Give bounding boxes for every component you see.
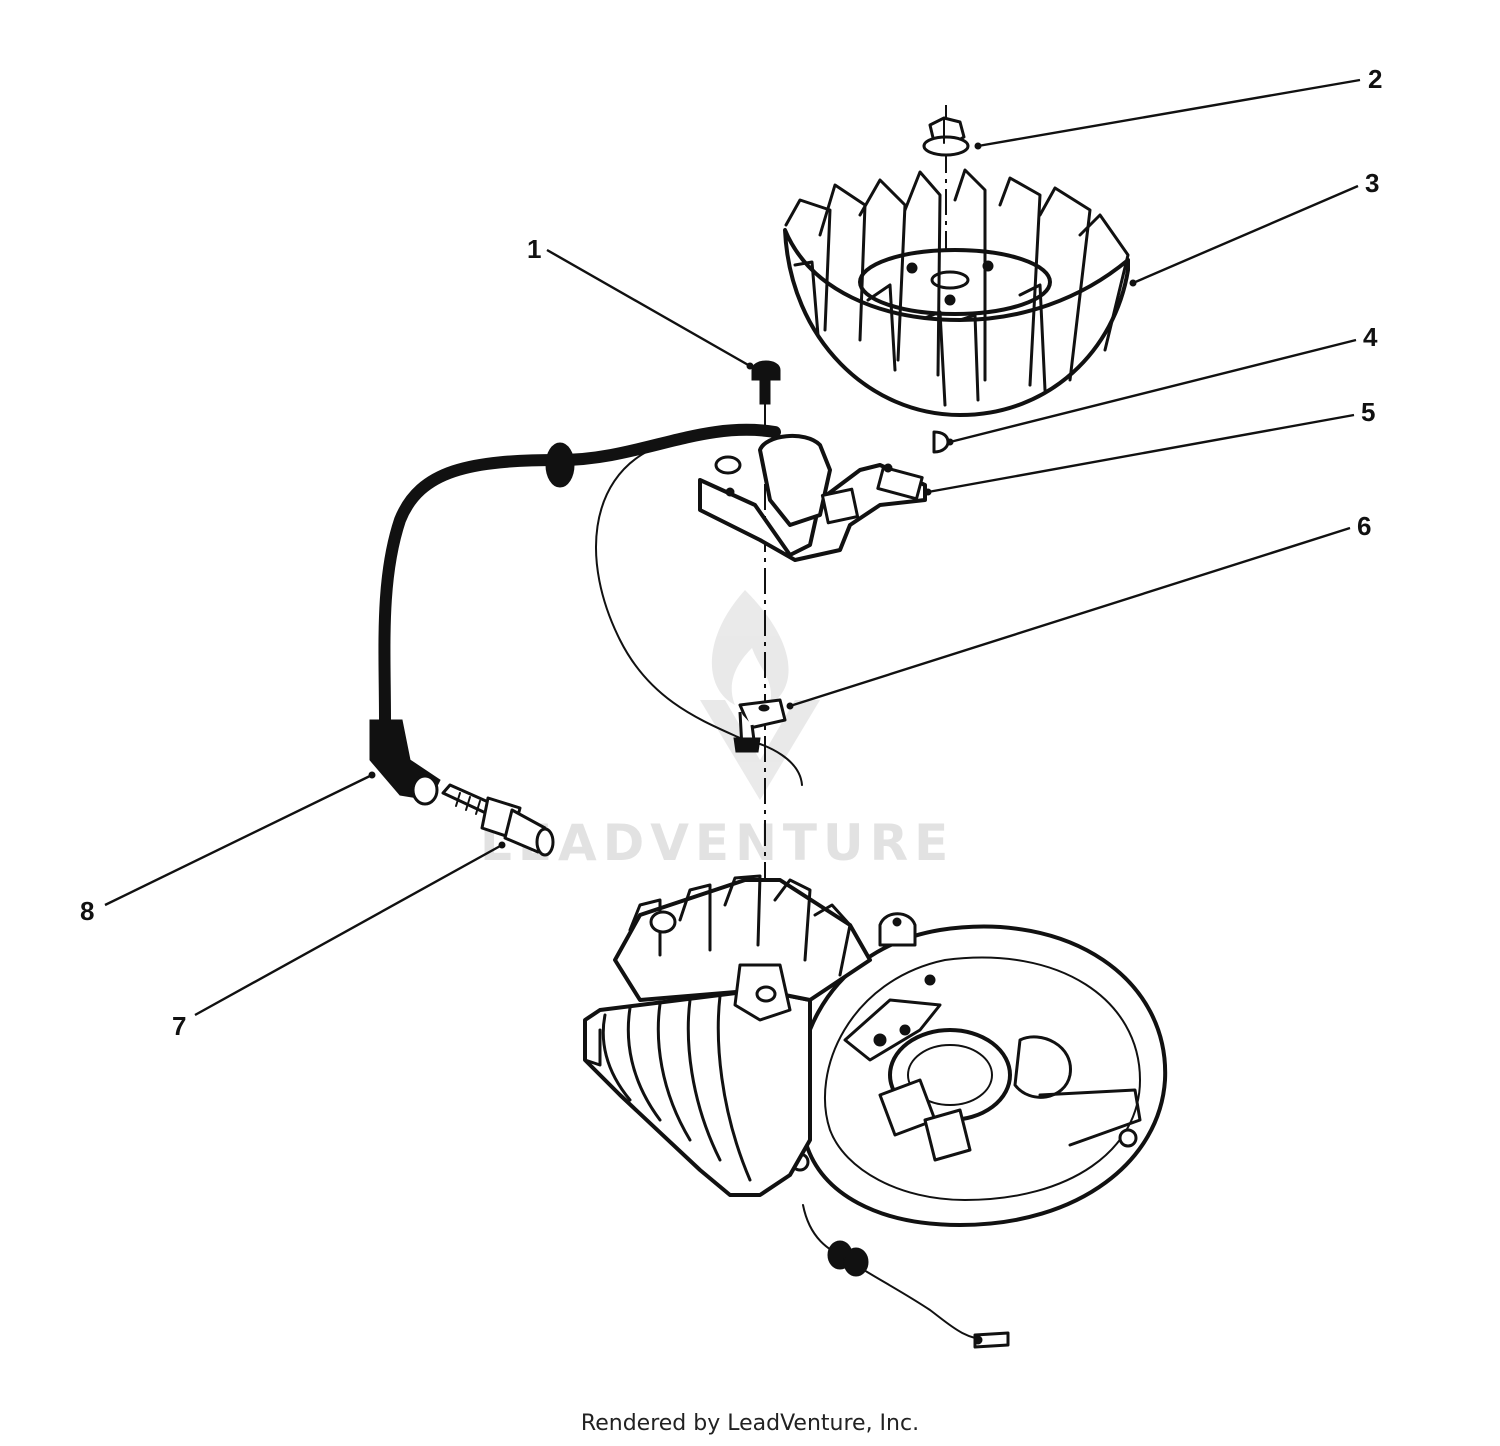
leader-7 (194, 843, 503, 1017)
callout-4: 4 (1363, 322, 1378, 352)
callout-5: 5 (1361, 397, 1375, 427)
callout-7: 7 (172, 1011, 186, 1041)
part-7-spark-plug (441, 783, 555, 857)
leader-8 (104, 773, 373, 907)
part-1-mounting-screw (751, 360, 781, 405)
leader-1 (546, 248, 751, 368)
leader-3 (1132, 184, 1359, 285)
part-4-flywheel-key (932, 430, 950, 454)
engine-block-housing (583, 874, 1168, 1227)
shutdown-wire (802, 1204, 1010, 1349)
leader-6 (789, 526, 1351, 708)
part-3-flywheel (783, 168, 1130, 417)
callout-2: 2 (1368, 64, 1382, 94)
callout-labels: 1 2 3 4 5 6 7 8 (80, 64, 1382, 1041)
watermark: LEADVENTURE (480, 590, 954, 872)
ground-wire (595, 449, 803, 786)
leader-5 (927, 413, 1355, 494)
footer-credit: Rendered by LeadVenture, Inc. (581, 1411, 919, 1436)
watermark-text: LEADVENTURE (480, 814, 954, 872)
leader-2 (977, 78, 1361, 148)
callout-8: 8 (80, 896, 94, 926)
watermark-flame-logo (700, 590, 820, 800)
callout-1: 1 (527, 234, 541, 264)
callout-3: 3 (1365, 168, 1379, 198)
callout-6: 6 (1357, 511, 1371, 541)
part-8-spark-plug-lead (369, 423, 781, 806)
part-5-ignition-module (648, 428, 927, 562)
part-2-flywheel-nut (922, 116, 970, 157)
part-6-ground-clip (733, 698, 787, 753)
leader-4 (949, 338, 1357, 444)
leader-lines (104, 78, 1361, 1017)
